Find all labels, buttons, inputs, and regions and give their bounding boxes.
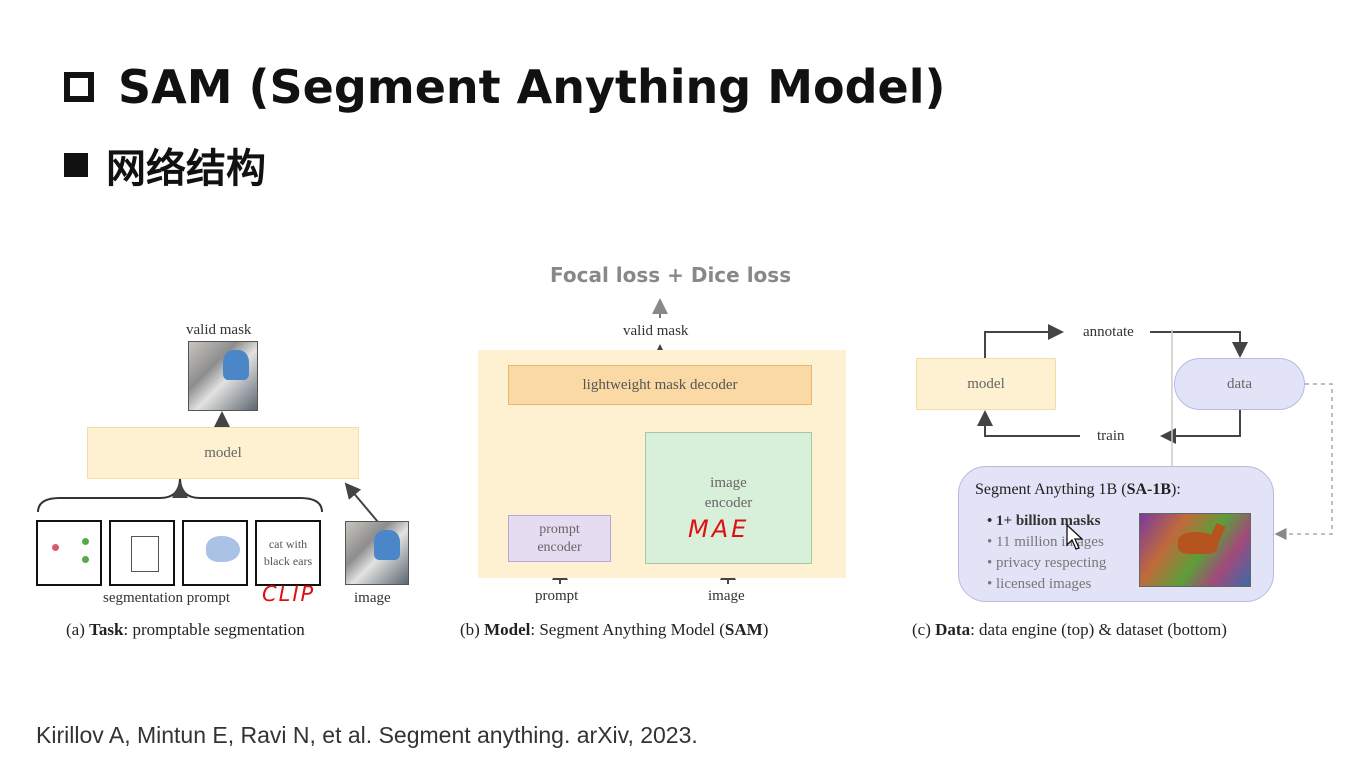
- c-model-box: model: [916, 358, 1056, 410]
- point-green-icon: [82, 538, 89, 545]
- b-image-label: image: [708, 588, 745, 604]
- dataset-title-suffix: ):: [1171, 481, 1181, 498]
- slide-title-text: SAM (Segment Anything Model): [118, 60, 946, 114]
- caption-c-rest: : data engine (top) & dataset (bottom): [970, 620, 1227, 639]
- caption-a-prefix: (a): [66, 620, 90, 639]
- a-image-label: image: [354, 590, 391, 606]
- clip-handwritten-note: CLIP: [262, 582, 316, 606]
- point-green-icon: [82, 556, 89, 563]
- mask-prompt-box: [182, 520, 248, 586]
- annotate-label: annotate: [1083, 324, 1134, 340]
- bullet-text: 11 million images: [996, 534, 1104, 550]
- mouse-cursor-icon: [1066, 523, 1084, 550]
- caption-a-rest: : promptable segmentation: [123, 620, 305, 639]
- caption-a-bold: Task: [89, 620, 124, 639]
- caption-b-end: ): [762, 620, 769, 639]
- dataset-box: Segment Anything 1B (SA-1B): • 1+ billio…: [958, 466, 1274, 602]
- data-box: data: [1174, 358, 1305, 410]
- dataset-bullet: • licensed images: [987, 576, 1092, 592]
- prompt-encoder-box: prompt encoder: [508, 515, 611, 562]
- caption-c-bold: Data: [935, 620, 971, 639]
- caption-b-mid: : Segment Anything Model (: [530, 620, 725, 639]
- a-valid-mask-photo: [188, 341, 258, 411]
- caption-b-bold: Model: [484, 620, 531, 639]
- bounding-box-icon: [131, 536, 159, 572]
- image-encoder-box: image encoder MAE: [645, 432, 812, 564]
- c-model-label: model: [967, 375, 1005, 392]
- caption-a: (a) Task: promptable segmentation: [66, 620, 305, 640]
- a-model-box: model: [87, 427, 359, 479]
- prompt-encoder-label: prompt encoder: [537, 521, 582, 555]
- a-input-image-photo: [345, 521, 409, 585]
- b-valid-mask-label: valid mask: [623, 323, 689, 339]
- dataset-bullet: • 1+ billion masks: [987, 513, 1101, 529]
- slide-title: SAM (Segment Anything Model): [64, 60, 946, 114]
- point-prompt-box: [36, 520, 102, 586]
- citation-footer: Kirillov A, Mintun E, Ravi N, et al. Seg…: [36, 722, 698, 748]
- b-prompt-label: prompt: [535, 588, 579, 604]
- dataset-bullet: • 11 million images: [987, 534, 1104, 550]
- dataset-title-prefix: Segment Anything 1B (: [975, 481, 1127, 498]
- slide-subtitle-text: 网络结构: [106, 146, 266, 192]
- mask-decoder-label: lightweight mask decoder: [582, 376, 738, 393]
- data-label: data: [1227, 375, 1252, 392]
- dataset-title-bold: SA-1B: [1126, 481, 1172, 498]
- segmentation-prompt-label: segmentation prompt: [103, 590, 231, 606]
- a-model-label: model: [204, 444, 242, 461]
- bullet-text: 1+ billion masks: [996, 513, 1101, 529]
- mae-handwritten-note: MAE: [688, 515, 750, 543]
- train-label: train: [1097, 428, 1125, 444]
- text-prompt: cat with black ears: [263, 537, 313, 568]
- caption-c-prefix: (c): [912, 620, 936, 639]
- filled-square-bullet-icon: [64, 153, 88, 177]
- dataset-bullet: • privacy respecting: [987, 555, 1107, 571]
- caption-b-bold2: SAM: [724, 620, 763, 639]
- dataset-bullets: • 1+ billion masks • 11 million images •…: [987, 511, 1106, 595]
- box-prompt-box: [109, 520, 175, 586]
- point-red-icon: [52, 544, 59, 551]
- horse-neck-shape: [1208, 522, 1226, 546]
- a-valid-mask-label: valid mask: [186, 322, 252, 338]
- bullet-text: licensed images: [996, 576, 1092, 592]
- loss-label: Focal loss + Dice loss: [550, 263, 792, 287]
- hollow-square-bullet-icon: [64, 72, 94, 102]
- caption-b-prefix: (b): [460, 620, 485, 639]
- dataset-title: Segment Anything 1B (SA-1B):: [975, 481, 1181, 499]
- text-prompt-box: cat with black ears: [255, 520, 321, 586]
- mask-decoder-box: lightweight mask decoder: [508, 365, 812, 405]
- horse-shape-icon: [1178, 532, 1218, 554]
- mask-blob-icon: [206, 536, 240, 562]
- bullet-text: privacy respecting: [996, 555, 1107, 571]
- image-encoder-label: image encoder: [704, 475, 753, 511]
- slide-subtitle: 网络结构: [64, 136, 266, 194]
- caption-c: (c) Data: data engine (top) & dataset (b…: [912, 620, 1227, 640]
- dataset-example-image: [1139, 513, 1251, 587]
- caption-b: (b) Model: Segment Anything Model (SAM): [460, 620, 768, 640]
